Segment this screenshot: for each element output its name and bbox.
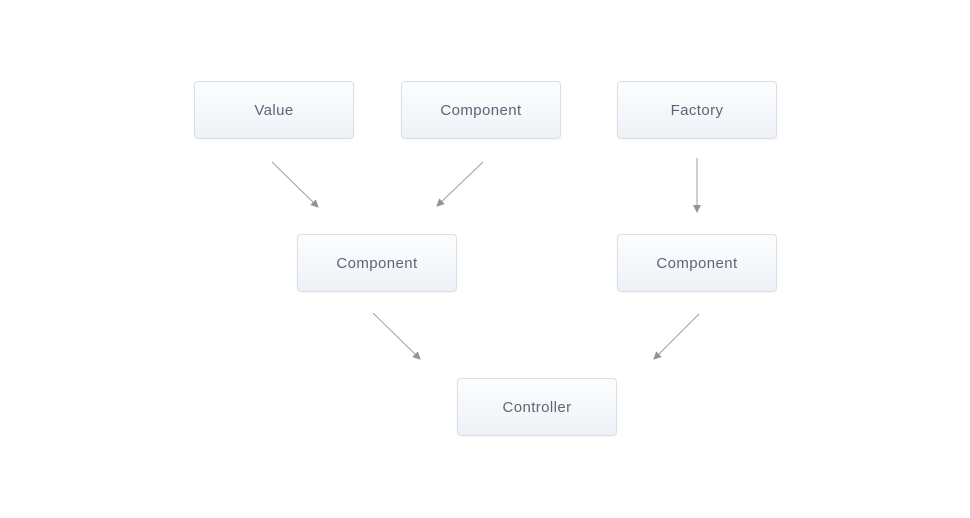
node-component-left: Component [297,234,457,292]
node-component-left-label: Component [336,254,418,272]
edge-component-right-to-controller [653,313,700,360]
edge-component-left-to-controller [372,312,421,360]
node-controller: Controller [457,378,617,436]
node-factory: Factory [617,81,777,139]
node-component-right: Component [617,234,777,292]
edge-component-top-to-component-left [436,161,484,207]
node-value-label: Value [254,101,294,119]
node-component-right-label: Component [656,254,738,272]
node-component-top: Component [401,81,561,139]
edge-value-to-component-left [271,161,319,208]
node-factory-label: Factory [670,101,724,119]
node-component-top-label: Component [440,101,522,119]
node-value: Value [194,81,354,139]
node-controller-label: Controller [502,398,572,416]
